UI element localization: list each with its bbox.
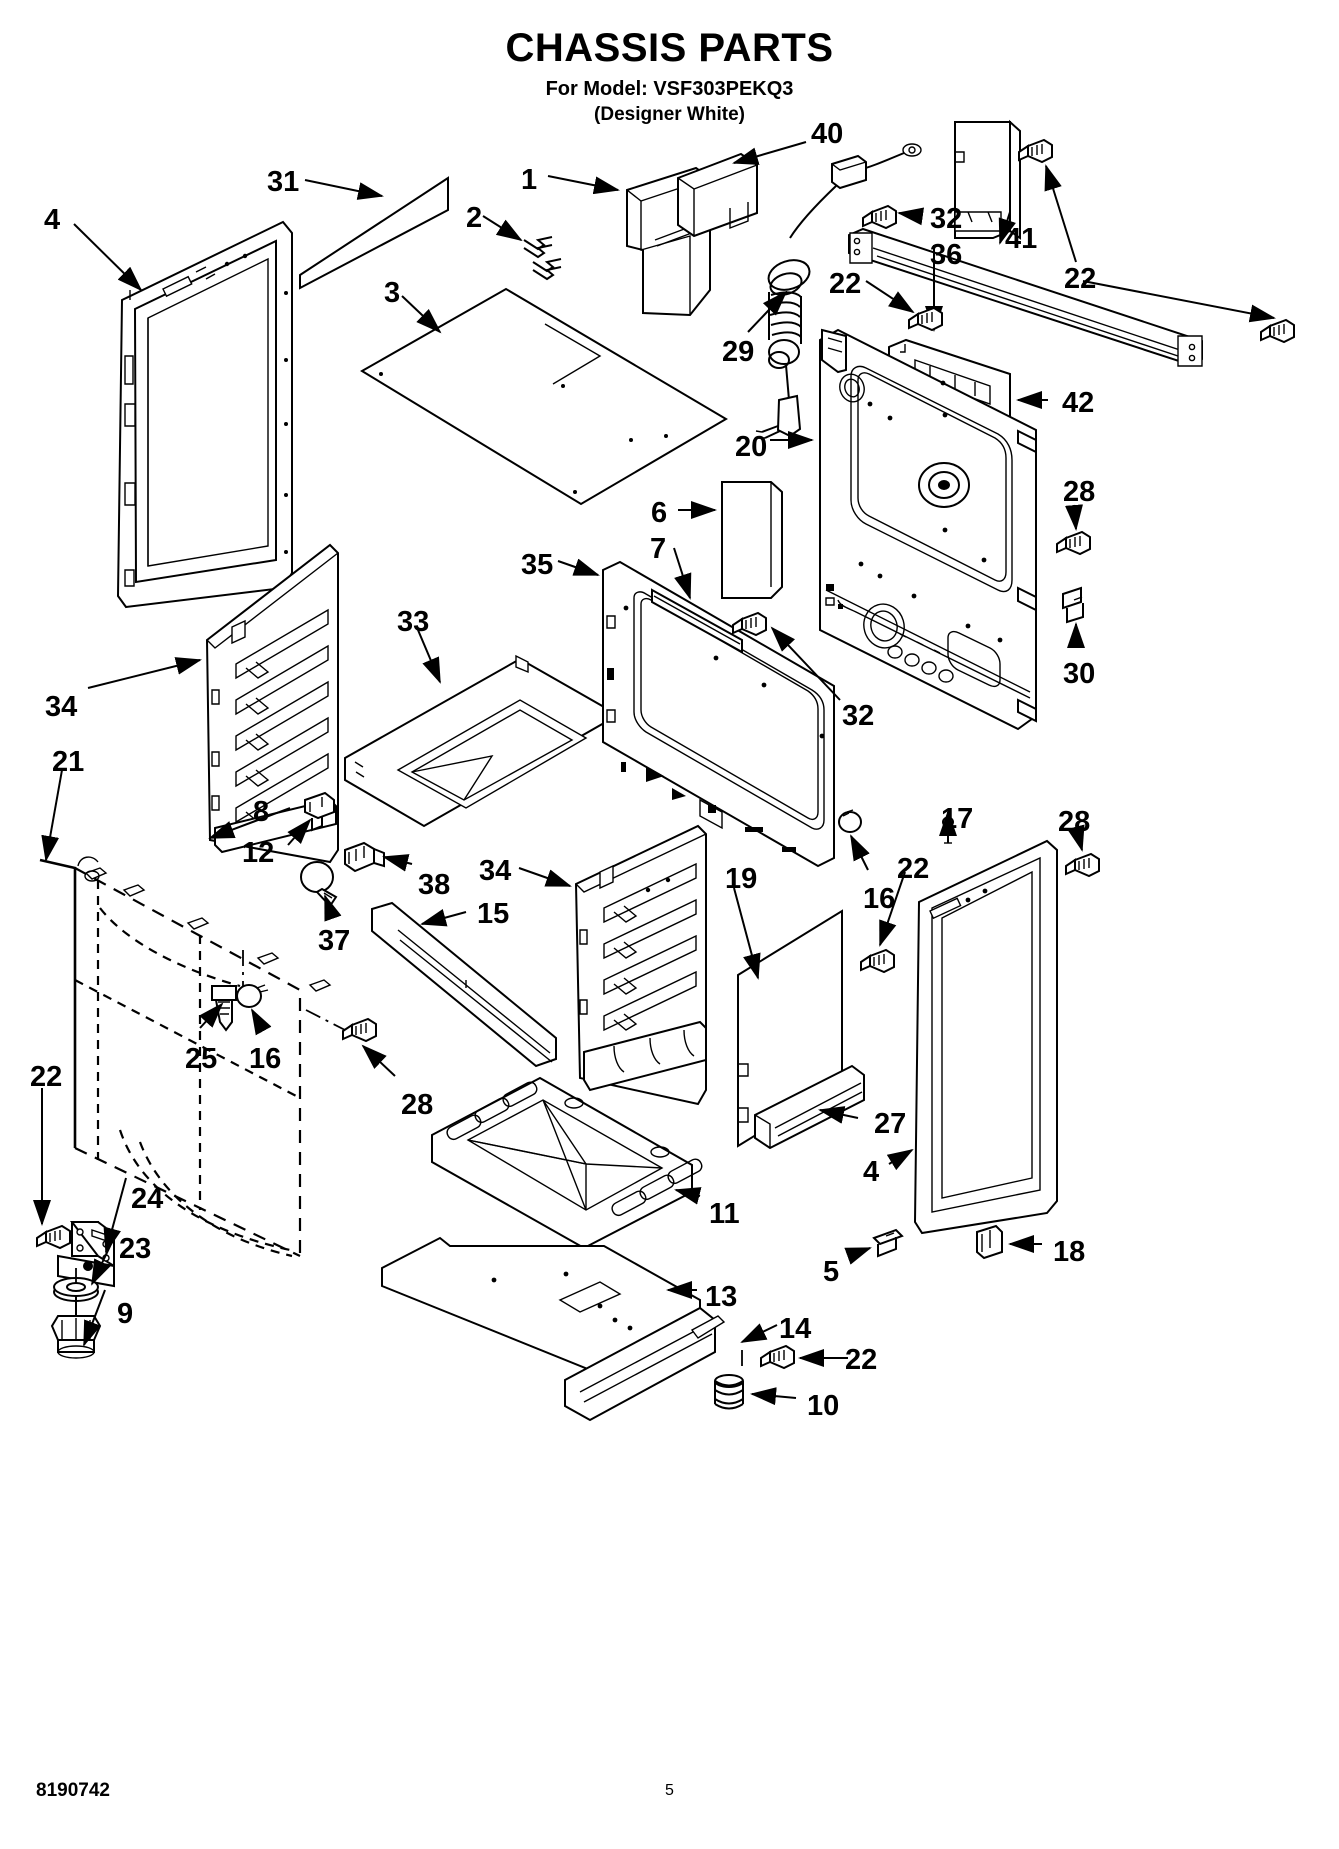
part-4-door-left	[118, 222, 292, 607]
callout-5-clip: 5	[823, 1256, 840, 1288]
part-25-screw	[212, 986, 236, 1030]
callout-27-kickplate-trim: 27	[874, 1108, 907, 1140]
model-line: For Model: VSF303PEKQ3	[545, 78, 794, 100]
part-35-front-frame	[603, 562, 834, 866]
callout-8-clip: 8	[253, 796, 270, 828]
part-34-side-panel-right	[576, 826, 706, 1104]
callout-42-terminal-block-housing: 42	[1062, 387, 1095, 419]
part-13-bottom-panel	[382, 1238, 724, 1420]
callout-16-plug-button: 16	[249, 1043, 282, 1075]
callout-41-anti-tip-bracket: 41	[1005, 223, 1038, 255]
part-16-plug-button-left	[237, 985, 268, 1007]
part-22-screw-a	[909, 308, 942, 330]
part-41-antitip-bracket	[955, 122, 1020, 238]
color-line: (Designer White)	[594, 104, 745, 125]
callout-22-screw: 22	[829, 268, 862, 300]
part-15-front-rail	[372, 903, 556, 1066]
callout-12-retainer: 12	[242, 837, 275, 869]
callout-35-front-frame: 35	[521, 549, 554, 581]
callout-6-insulation-block: 6	[651, 497, 668, 529]
callout-25-screw: 25	[185, 1043, 218, 1075]
callout-22-screw: 22	[897, 853, 930, 885]
part-38-socket	[345, 843, 384, 871]
part-4-door-right	[915, 841, 1057, 1233]
part-29-power-cord	[756, 144, 921, 438]
callout-2-clip-pair: 2	[466, 202, 483, 234]
part-31-trim-strip	[300, 178, 448, 288]
callout-22-screw: 22	[1064, 263, 1097, 295]
callout-4-oven-door-outer-panel: 4	[44, 204, 61, 236]
callout-1-bracket-shield: 1	[521, 164, 538, 196]
callout-28-screw: 28	[1063, 476, 1096, 508]
part-34-side-panel-left	[207, 545, 338, 862]
callout-21-oven-cavity-liner: 21	[52, 746, 85, 778]
callout-19-rear-cover-panel: 19	[725, 863, 758, 895]
part-22-screw-b	[1261, 320, 1294, 342]
part-30-clip	[1063, 588, 1083, 622]
part-28-screw-c	[343, 1019, 376, 1041]
part-22-screw-d	[861, 950, 894, 972]
part-22-screw-e	[761, 1346, 794, 1368]
callout-22-screw: 22	[30, 1061, 63, 1093]
part-11-burner-grate	[432, 1078, 704, 1248]
part-20-rear-chassis-panel	[820, 330, 1036, 729]
part-37-bulb	[301, 862, 336, 906]
callout-16-plug-button: 16	[863, 883, 896, 915]
footer-page-number: 5	[665, 1782, 674, 1799]
callout-30-clip: 30	[1063, 658, 1096, 690]
part-32-screw-b	[733, 613, 766, 635]
part-16-plug-button-right	[839, 810, 861, 832]
callout-32-screw: 32	[930, 203, 963, 235]
part-22-screw-c	[1019, 140, 1052, 162]
callout-7-door-handle-latch: 7	[650, 533, 667, 565]
callout-14-bracket: 14	[779, 1313, 812, 1345]
callout-15-front-rail: 15	[477, 898, 510, 930]
part-21-cavity-phantom	[40, 857, 330, 1256]
part-28-screw-a	[1057, 532, 1090, 554]
callout-29-power-cord: 29	[722, 336, 755, 368]
callout-24-leveling-leg-bracket: 24	[131, 1183, 164, 1215]
callout-3-rear-top-panel: 3	[384, 277, 401, 309]
callout-37-lamp-bulb: 37	[318, 925, 351, 957]
callout-33-oven-bottom-panel: 33	[397, 606, 430, 638]
callout-28-screw: 28	[401, 1089, 434, 1121]
part-40-terminal-cover	[678, 154, 757, 236]
part-6-insulation-block	[722, 482, 782, 598]
callout-38-bulb-socket: 38	[418, 869, 451, 901]
callout-32-screw: 32	[842, 700, 875, 732]
part-28-screw-b	[1066, 854, 1099, 876]
footer-part-code: 8190742	[36, 1780, 110, 1801]
callout-34-side-panel-left: 34	[45, 691, 78, 723]
callout-31-trim-strip: 31	[267, 166, 300, 198]
callout-11-burner-grate: 11	[709, 1198, 740, 1230]
callout-17-pin: 17	[941, 803, 974, 835]
part-32-screw-a	[863, 206, 896, 228]
part-36-rear-rail	[849, 229, 1202, 366]
part-18-clip	[977, 1226, 1002, 1258]
callout-34-side-panel-right: 34	[479, 855, 512, 887]
callout-9-leveling-leg: 9	[117, 1298, 134, 1330]
callout-40-terminal-block-cover: 40	[811, 118, 844, 150]
callout-18-clip: 18	[1053, 1236, 1086, 1268]
callout-22-screw: 22	[845, 1344, 878, 1376]
callout-10-spring: 10	[807, 1390, 840, 1422]
part-3-rear-top-panel	[362, 289, 726, 504]
callout-20-rear-chassis-panel: 20	[735, 431, 768, 463]
part-22-screw-f	[37, 1226, 70, 1248]
part-24-leg-bracket	[58, 1222, 114, 1286]
part-33-oven-bottom-panel	[345, 656, 604, 826]
part-12-clip	[305, 793, 334, 830]
callout-13-bottom-panel: 13	[705, 1281, 738, 1313]
part-9-leveling-leg	[52, 1296, 100, 1358]
part-2-clips	[524, 237, 561, 279]
callout-23-washer: 23	[119, 1233, 152, 1265]
callout-36-rear-rail: 36	[930, 239, 963, 271]
callout-4-oven-door-outer-panel: 4	[863, 1156, 880, 1188]
page-title: CHASSIS PARTS	[505, 26, 834, 70]
part-10-spring	[715, 1375, 743, 1409]
callout-28-screw: 28	[1058, 806, 1091, 838]
part-5-clip	[874, 1230, 902, 1256]
